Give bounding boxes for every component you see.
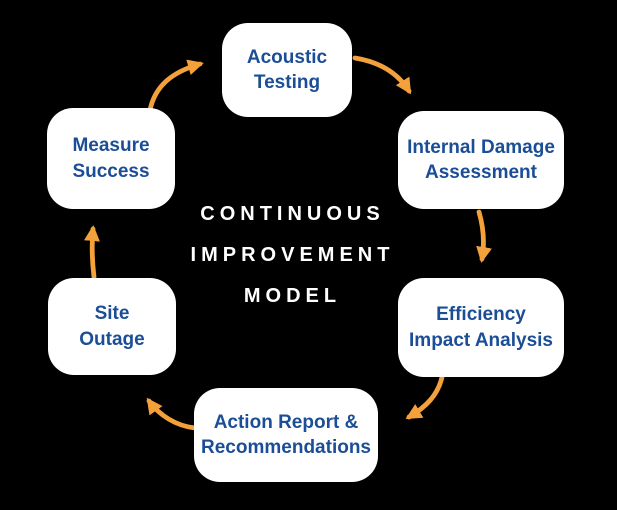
- diagram-title-line: IMPROVEMENT: [190, 244, 395, 266]
- node-label-line: Site: [94, 303, 130, 325]
- node-label-line: Efficiency: [436, 304, 526, 326]
- diagram-title-line: CONTINUOUS: [200, 203, 385, 225]
- node-label-line: Action Report &: [213, 411, 359, 433]
- node-label-line: Outage: [79, 328, 145, 350]
- arrow-site-outage-to-measure-success: [83, 225, 100, 280]
- node-label-line: Assessment: [425, 162, 537, 183]
- node-internal-damage-assessment: Internal Damage Assessment: [398, 111, 564, 209]
- node-label-line: Acoustic: [246, 46, 328, 68]
- node-label-line: Success: [72, 160, 150, 182]
- arrow-action-report-to-site-outage: [146, 397, 198, 431]
- node-action-report-recommendations: Action Report & Recommendations: [194, 388, 378, 482]
- node-acoustic-testing: Acoustic Testing: [222, 23, 352, 117]
- node-measure-success: Measure Success: [47, 108, 175, 209]
- arrow-acoustic-testing-to-internal-damage: [352, 55, 412, 95]
- diagram-title-line: MODEL: [243, 285, 342, 307]
- arrow-efficiency-impact-to-action-report: [405, 374, 445, 420]
- diagram-title: CONTINUOUS IMPROVEMENT MODEL: [150, 194, 430, 317]
- node-label-line: Internal Damage: [407, 136, 555, 158]
- node-label-line: Testing: [253, 72, 321, 93]
- arrow-measure-success-to-acoustic-testing: [147, 59, 204, 113]
- node-label-line: Measure: [72, 135, 150, 157]
- arrow-internal-damage-to-efficiency-impact: [476, 209, 492, 263]
- node-efficiency-impact-analysis: Efficiency Impact Analysis: [398, 278, 564, 377]
- node-label-line: Recommendations: [201, 437, 371, 458]
- node-site-outage: Site Outage: [48, 278, 176, 375]
- node-label-line: Impact Analysis: [409, 329, 553, 351]
